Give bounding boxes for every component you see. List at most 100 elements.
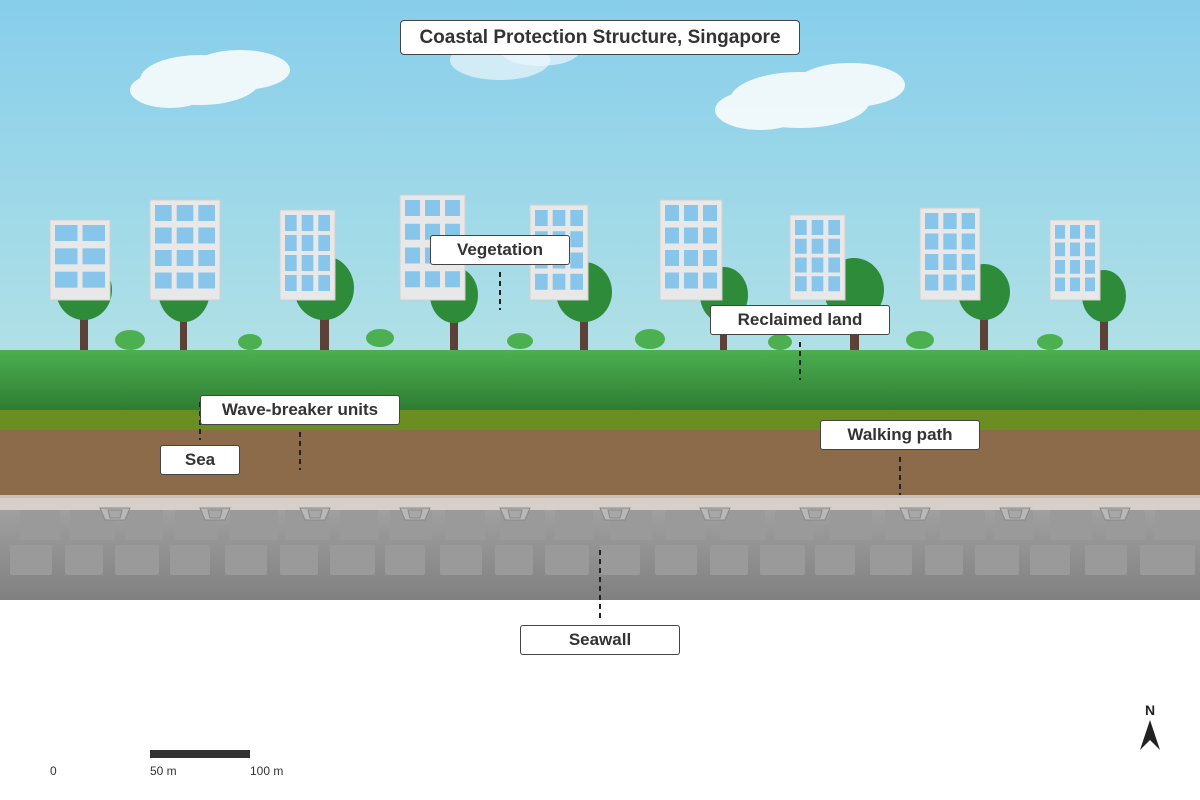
seawall-block <box>975 545 1019 575</box>
building-window <box>828 220 840 235</box>
building-window <box>684 205 698 221</box>
seawall-block <box>125 510 163 540</box>
building-window <box>1085 242 1095 257</box>
building-window <box>301 255 314 271</box>
building-window <box>1055 225 1065 239</box>
north-arrow-icon <box>1140 720 1160 750</box>
building-window <box>425 271 440 288</box>
building-window <box>811 238 824 254</box>
building-window <box>1085 277 1095 292</box>
label-sea: Sea <box>160 445 240 475</box>
building-window <box>570 210 583 226</box>
building-window <box>55 271 78 288</box>
building-window <box>943 274 957 291</box>
building-window <box>445 271 460 288</box>
cloud <box>190 50 290 90</box>
building-window <box>405 271 420 288</box>
building-window <box>684 227 698 244</box>
seawall-block <box>545 545 589 575</box>
building-window <box>703 272 717 289</box>
cloud <box>130 72 210 108</box>
building-window <box>405 223 420 240</box>
wave-breaker-detail <box>1107 509 1123 519</box>
building-window <box>703 227 717 244</box>
seawall-block <box>10 545 52 575</box>
building-window <box>961 254 975 270</box>
wave-breaker-detail <box>507 509 523 519</box>
building <box>659 199 723 301</box>
building-window <box>198 250 215 266</box>
building-window <box>925 213 939 229</box>
building-window <box>795 276 807 292</box>
diagram-title: Coastal Protection Structure, Singapore <box>400 20 800 55</box>
building-window <box>285 235 297 251</box>
building <box>49 219 111 301</box>
grass-layer <box>0 350 1200 410</box>
building-window <box>828 276 840 292</box>
wave-breaker-units <box>99 507 1131 521</box>
building-window <box>925 254 939 270</box>
building-window <box>82 271 105 288</box>
building-window <box>665 227 679 244</box>
building-window <box>665 250 679 266</box>
building-window <box>828 238 840 254</box>
building-window <box>703 205 717 221</box>
wave-breaker-detail <box>307 509 323 519</box>
bushes <box>115 329 1063 350</box>
building <box>789 214 846 301</box>
building-window <box>1055 277 1065 292</box>
seawall-block <box>940 510 985 540</box>
building-window <box>703 250 717 266</box>
cloud <box>715 90 805 130</box>
building-window <box>285 255 297 271</box>
scale-tick-0: 0 <box>50 764 57 778</box>
building-window <box>1070 260 1080 274</box>
building-window <box>445 200 460 216</box>
building-window <box>318 235 330 251</box>
path-edge <box>0 495 1200 498</box>
building-window <box>405 200 420 216</box>
building-window <box>176 205 194 221</box>
building-window <box>535 273 548 290</box>
building-window <box>425 200 440 216</box>
seawall-block <box>1085 545 1127 575</box>
building-window <box>155 205 172 221</box>
seawall-block <box>340 510 378 540</box>
building-window <box>811 257 824 273</box>
scale-tick-50: 50 m <box>150 764 177 778</box>
building-window <box>1070 225 1080 239</box>
building-window <box>155 272 172 289</box>
building-window <box>552 210 566 226</box>
building-window <box>155 250 172 266</box>
building-window <box>570 273 583 290</box>
buildings <box>49 194 1101 301</box>
seawall-block <box>1155 510 1200 540</box>
seawall-block <box>65 545 103 575</box>
building-window <box>795 257 807 273</box>
seawall-block <box>815 545 855 575</box>
building-window <box>552 273 566 290</box>
seawall-block <box>870 545 912 575</box>
seawall-block <box>720 510 765 540</box>
building-window <box>665 205 679 221</box>
building-window <box>155 227 172 244</box>
building-window <box>285 275 297 291</box>
seawall-block <box>495 545 533 575</box>
label-walking-path: Walking path <box>820 420 980 450</box>
seawall-block <box>600 545 640 575</box>
building-window <box>943 254 957 270</box>
wave-breaker-detail <box>707 509 723 519</box>
building-window <box>318 275 330 291</box>
building-window <box>176 227 194 244</box>
building-window <box>55 225 78 241</box>
building-window <box>1070 242 1080 257</box>
scale-bar <box>150 750 250 758</box>
seawall-block <box>280 545 318 575</box>
building-window <box>811 276 824 292</box>
building-window <box>535 210 548 226</box>
seawall-block <box>445 510 485 540</box>
seawall-block <box>115 545 159 575</box>
seawall-block <box>20 510 60 540</box>
building-window <box>961 274 975 291</box>
scale-tick-100: 100 m <box>250 764 284 778</box>
